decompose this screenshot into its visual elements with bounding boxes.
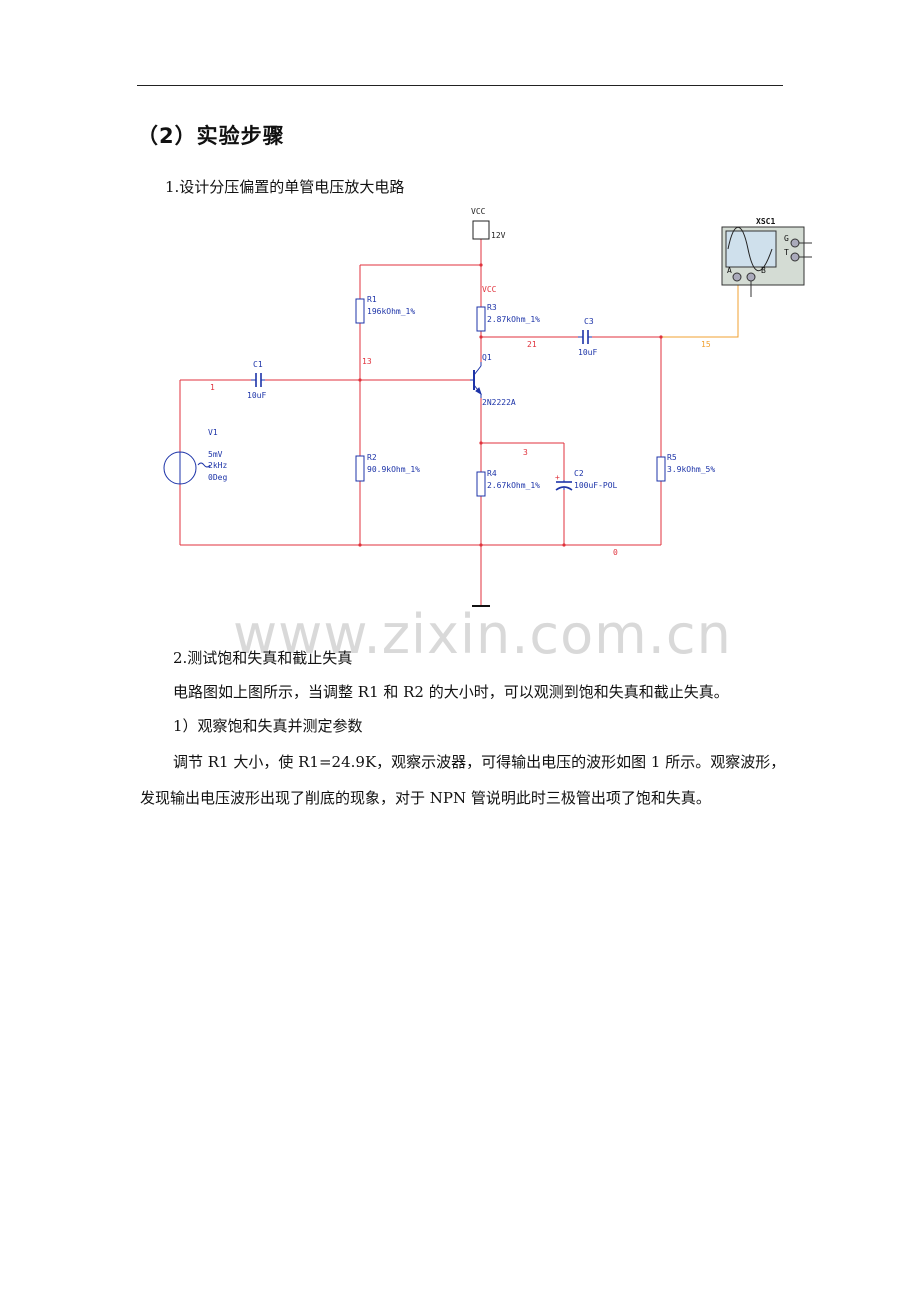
r5-value: 3.9kOhm_5% <box>667 465 715 474</box>
scope-wire <box>661 277 739 338</box>
scope-term-b: B <box>761 266 766 275</box>
paragraph-2-line-2: 发现输出电压波形出现了削底的现象，对于 NPN 管说明此时三极管出项了饱和失真。 <box>140 789 711 807</box>
resistor-r1 <box>355 298 365 324</box>
q1-value: 2N2222A <box>482 398 516 407</box>
vcc-net-label: VCC <box>482 285 497 294</box>
v1-name: V1 <box>208 428 218 437</box>
vcc-label: VCC <box>471 207 486 216</box>
transistor-q1 <box>470 362 482 398</box>
vcc-value: 12V <box>491 231 506 240</box>
r5-name: R5 <box>667 453 677 462</box>
capacitor-c3 <box>578 330 592 344</box>
step-2-title: 2.测试饱和失真和截止失真 <box>173 649 353 667</box>
net-label-13: 13 <box>362 357 372 366</box>
c3-value: 10uF <box>578 348 597 357</box>
r3-value: 2.87kOhm_1% <box>487 315 540 324</box>
net-label-15: 15 <box>701 340 711 349</box>
c2-value: 100uF-POL <box>574 481 618 490</box>
net-label-21: 21 <box>527 340 537 349</box>
r4-value: 2.67kOhm_1% <box>487 481 540 490</box>
scope-term-g: G <box>784 234 789 243</box>
capacitor-c2 <box>555 480 573 491</box>
r1-value: 196kOhm_1% <box>367 307 415 316</box>
r3-name: R3 <box>487 303 497 312</box>
scope-name: XSC1 <box>756 217 775 226</box>
net-label-3: 3 <box>523 448 528 457</box>
v1-freq: 2kHz <box>208 461 227 470</box>
r4-name: R4 <box>487 469 497 478</box>
waveform-icon <box>727 227 773 271</box>
resistor-r4 <box>476 471 486 497</box>
header-rule <box>137 85 783 86</box>
resistor-r3 <box>476 306 486 332</box>
scope-term-a: A <box>727 266 732 275</box>
c2-polarity: + <box>555 473 560 482</box>
c2-name: C2 <box>574 469 584 478</box>
q1-name: Q1 <box>482 353 492 362</box>
capacitor-c1 <box>251 373 265 387</box>
watermark: www.zixin.com.cn <box>233 603 732 666</box>
circuit-schematic: VCC 12V VCC + <box>163 207 812 607</box>
scope-term-t: T <box>784 248 789 257</box>
v1-amp: 5mV <box>208 450 223 459</box>
r1-name: R1 <box>367 295 377 304</box>
ac-source-v1 <box>163 451 211 485</box>
resistor-r5 <box>656 456 666 482</box>
wires <box>179 239 662 546</box>
section-heading: （2）实验步骤 <box>137 124 285 148</box>
junction-dots <box>358 263 663 547</box>
c3-name: C3 <box>584 317 594 326</box>
oscilloscope-xsc1: XSC1 G T A B <box>721 217 812 297</box>
sine-icon <box>197 462 211 468</box>
vcc-source: VCC 12V <box>471 207 506 240</box>
step-1-title: 1.设计分压偏置的单管电压放大电路 <box>165 178 405 196</box>
paragraph-1: 电路图如上图所示，当调整 R1 和 R2 的大小时，可以观测到饱和失真和截止失真… <box>173 683 729 701</box>
c1-value: 10uF <box>247 391 266 400</box>
r2-name: R2 <box>367 453 377 462</box>
net-label-0: 0 <box>613 548 618 557</box>
paragraph-2-line-1: 调节 R1 大小，使 R1=24.9K，观察示波器，可得输出电压的波形如图 1 … <box>173 753 786 771</box>
v1-phase: 0Deg <box>208 473 227 482</box>
resistor-r2 <box>355 455 365 482</box>
r2-value: 90.9kOhm_1% <box>367 465 420 474</box>
net-label-1: 1 <box>210 383 215 392</box>
c1-name: C1 <box>253 360 263 369</box>
subsection-1-title: 1）观察饱和失真并测定参数 <box>173 717 363 735</box>
